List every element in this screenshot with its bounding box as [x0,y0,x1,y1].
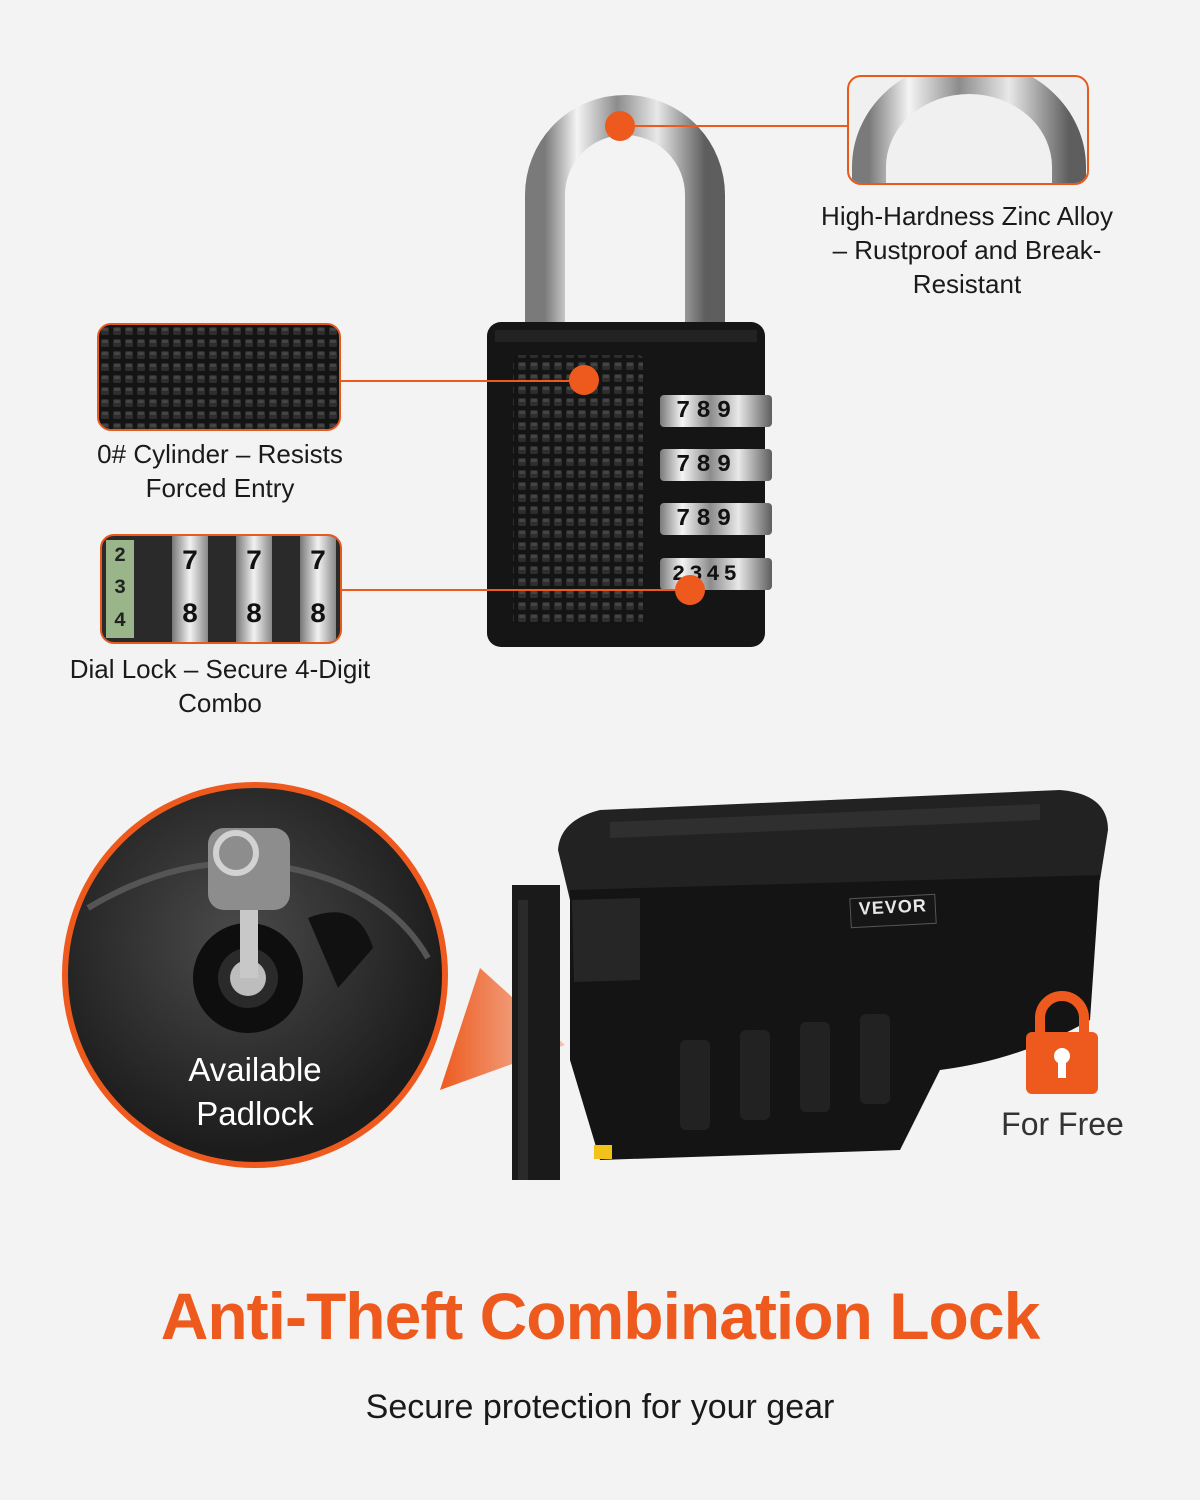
dial-digit: 8 [696,451,711,479]
dial-digit: 9 [716,451,732,479]
dial-marker [675,575,705,605]
dial-row-2: 7 8 9 [676,449,776,481]
shackle-marker [605,111,635,141]
shackle-connector [620,125,848,127]
dial-zoom-wheel-3: 7 8 [300,536,336,642]
dial-row-3: 7 8 9 [676,503,776,535]
dial-digit: 4 [706,561,720,587]
truck-toolbox [512,790,1108,1180]
dial-digit: 7 [181,547,199,578]
page-title: Anti-Theft Combination Lock [160,1279,1041,1353]
dial-digit: 8 [245,600,263,631]
combination-padlock [487,95,772,647]
keyhole-icon [86,828,431,1033]
dial-row-1: 7 8 9 [676,395,776,427]
cylinder-marker [569,365,599,395]
dial-digit: 2 [113,544,126,568]
vevor-brand-badge: VEVOR [849,893,937,929]
dial-digit: 4 [113,610,126,634]
cylinder-zoom [97,323,341,431]
dial-digit: 9 [716,397,732,425]
cylinder-connector [338,380,583,382]
dial-digit: 7 [676,397,691,425]
keyhole-zoom-circle [62,782,448,1168]
dial-digit: 7 [676,451,691,479]
dial-zoom: 2 3 4 7 8 7 8 7 8 [100,534,342,644]
dial-digit: 9 [716,505,732,533]
dial-digit: 7 [676,505,691,533]
dial-digit: 7 [309,547,327,578]
dial-zoom-wheel-2: 7 8 [236,536,272,642]
available-padlock-label: Available Padlock [188,1051,322,1132]
shackle-zoom [847,75,1089,185]
pointer-wedge [440,968,565,1090]
dial-digit: 5 [723,561,737,587]
cylinder-caption: 0# Cylinder – Resists Forced Entry [97,439,343,503]
dial-digit: 8 [309,600,327,631]
dial-caption: Dial Lock – Secure 4-Digit Combo [69,654,371,718]
dial-digit: 3 [113,577,126,601]
dial-digit: 7 [245,547,263,578]
for-free-label: For Free [1001,1106,1124,1142]
padlock-icon [1026,991,1098,1094]
dial-row-4: 2 3 4 5 [672,558,780,590]
shackle-caption: High-Hardness Zinc Alloy – Rustproof and… [821,201,1113,299]
dial-zoom-left: 2 3 4 [106,540,134,638]
dial-connector [338,589,690,591]
dial-digit: 8 [696,505,711,533]
dial-zoom-wheel-1: 7 8 [172,536,208,642]
dial-digit: 8 [181,600,199,631]
page-subtitle: Secure protection for your gear [365,1388,835,1426]
dial-digit: 8 [696,397,711,425]
